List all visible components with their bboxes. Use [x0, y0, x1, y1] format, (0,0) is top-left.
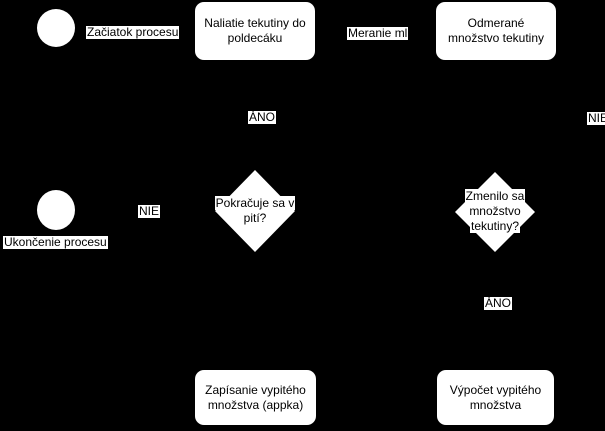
- node-compute-amount-label: Výpočet vypitého množstva: [449, 382, 542, 412]
- node-start-circle[interactable]: [37, 9, 75, 47]
- node-continue-drinking-label: Pokračuje sa v pití?: [214, 196, 296, 225]
- edge-label-ano-bottom[interactable]: ÁNO: [484, 296, 513, 310]
- node-record-amount-label: Zapísanie vypitého množstva (appka): [205, 382, 306, 412]
- node-pour-liquid[interactable]: Naliatie tekutiny do poldecáku: [195, 2, 315, 60]
- node-measured-amount[interactable]: Odmerané množstvo tekutiny: [436, 2, 556, 60]
- edge-label-ano-top[interactable]: ÁNO: [248, 110, 277, 124]
- node-record-amount[interactable]: Zapísanie vypitého množstva (appka): [195, 370, 316, 425]
- node-pour-liquid-label: Naliatie tekutiny do poldecáku: [204, 16, 306, 45]
- node-start-label[interactable]: Začiatok procesu: [86, 25, 180, 39]
- node-end-circle[interactable]: [37, 190, 75, 230]
- edge-label-meranie-ml[interactable]: Meranie ml: [347, 26, 409, 40]
- node-compute-amount[interactable]: Výpočet vypitého množstva: [437, 370, 554, 425]
- node-measured-amount-label: Odmerané množstvo tekutiny: [447, 16, 545, 45]
- node-amount-changed-label: Zmenilo sa množstvo tekutiny?: [464, 189, 526, 233]
- edge-label-nie-right[interactable]: NIE: [587, 112, 605, 125]
- edge-label-nie-left[interactable]: NIE: [138, 204, 161, 218]
- node-end-label[interactable]: Ukončenie procesu: [3, 235, 108, 249]
